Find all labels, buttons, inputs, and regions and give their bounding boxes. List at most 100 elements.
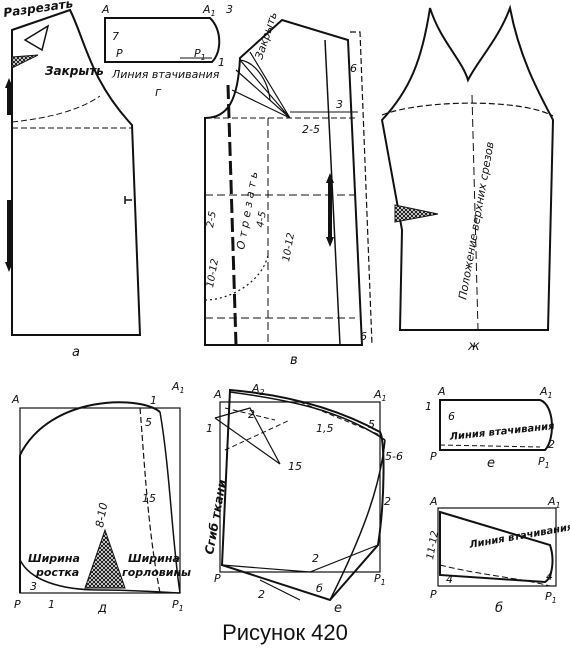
panel-a-cut-label: Разрезать <box>2 0 73 20</box>
panel-g-num-1: 1 <box>218 56 225 69</box>
panel-e-bottom-lines <box>221 544 379 601</box>
panel-d-dashed-curve <box>139 407 161 594</box>
panel-v-dim-2-5-left: 2-5 <box>205 211 219 229</box>
panel-v-dim-10-12-b: 10-12 <box>281 232 297 263</box>
panel-e-num-2-bottom: 2 <box>258 588 265 601</box>
panel-e-point-a2: А2 <box>251 382 265 397</box>
panel-g-point-p1: Р1 <box>194 47 206 62</box>
panel-e-small-shape <box>439 399 553 451</box>
panel-v-dotted-arc <box>204 254 269 301</box>
panel-d-num-8-10: 8-10 <box>93 502 110 529</box>
panel-d-neck-w2: горловины <box>122 566 191 579</box>
panel-a-dashed-neck <box>11 95 101 123</box>
panel-d-point-a1: А1 <box>171 380 185 395</box>
panel-b-num-4-left: 4 <box>446 573 453 586</box>
panel-v-dim-6-bottom: 6 <box>360 330 367 343</box>
panel-e-small-num-2: 2 <box>548 438 555 451</box>
panel-a <box>5 8 142 336</box>
panel-e-small-point-p: Р <box>430 450 437 463</box>
panel-v-cut-off-line <box>226 84 238 346</box>
panel-v-dim-6-top: 6 <box>350 62 357 75</box>
panel-d-letter: д <box>97 601 107 616</box>
panel-b-dim-11-12: 11-12 <box>425 530 441 561</box>
panel-b-frame <box>437 507 557 587</box>
panel-v-cut-off-label: О т р е з а т ь <box>234 171 260 251</box>
panel-b-num-4-right: 4 <box>546 570 553 583</box>
panel-b-point-a1: А1 <box>547 495 561 510</box>
panel-e-letter: е <box>334 601 342 616</box>
panel-e-num-2-top: 2 <box>248 408 255 421</box>
panel-e-small <box>439 399 553 451</box>
panel-e-num-1-5: 1,5 <box>316 422 334 435</box>
panel-g-letter: г <box>155 85 162 99</box>
panel-e-small-point-a1: А1 <box>539 385 553 400</box>
panel-g <box>104 17 221 63</box>
panel-zh-outline <box>380 4 555 331</box>
panel-b-seam-label: Линия втачивания <box>468 522 570 551</box>
panel-zh-center-line <box>471 94 479 331</box>
panel-e-small-seam-label: Линия втачивания <box>448 421 555 443</box>
panel-a-cut-dart <box>23 24 50 52</box>
panel-d-num-15: 15 <box>142 492 156 505</box>
panel-zh-letter: ж <box>467 339 480 354</box>
panel-b-letter: б <box>495 601 503 616</box>
panel-e-small-point-a: А <box>437 385 446 398</box>
panel-e-small-letter: е <box>487 456 495 471</box>
panel-zh-dart <box>394 204 439 223</box>
panel-b-shape <box>439 510 554 584</box>
panel-e-frame <box>219 401 381 573</box>
panel-a-outline <box>11 8 142 336</box>
panel-b-point-a: А <box>429 495 438 508</box>
panel-d-num-1-top: 1 <box>150 394 157 407</box>
panel-v-outline <box>204 18 364 346</box>
panel-e-thin-lines <box>224 401 381 451</box>
panel-e-sleeve-fold <box>214 407 281 465</box>
panel-v-grain-line <box>324 39 341 346</box>
panel-d-point-p1: Р1 <box>172 598 184 613</box>
panel-e-outline <box>220 388 385 602</box>
panel-d-bottom-curve <box>19 559 181 594</box>
panel-e <box>214 388 386 602</box>
panel-g-num-7: 7 <box>112 30 119 43</box>
panel-g-point-a: А <box>101 3 110 16</box>
panel-d-neck-curve <box>19 401 161 456</box>
panel-d-side-curve <box>159 411 181 594</box>
panel-d-neck-w1: Ширина <box>128 552 180 565</box>
panel-b-point-p1: Р1 <box>545 590 557 605</box>
panel-zh-upper-edges <box>381 102 554 117</box>
panel-d-num-5: 5 <box>145 416 152 429</box>
panel-v <box>204 18 373 346</box>
panel-e-num-1: 1 <box>206 422 213 435</box>
panel-g-point-a1: А1 <box>202 3 216 18</box>
panel-v-close-label: Закрыть <box>252 10 280 61</box>
panel-v-dart-fan <box>231 51 291 119</box>
panel-e-point-a1: А1 <box>373 388 387 403</box>
panel-e-point-p1: Р1 <box>374 572 386 587</box>
panel-v-dashed-side <box>350 31 373 346</box>
panel-d-point-p: Р <box>14 598 21 611</box>
panel-e-num-b: б <box>316 582 323 595</box>
panel-v-dim-4-5: 4-5 <box>255 211 269 229</box>
panel-d-num-1-bottom: 1 <box>48 598 55 611</box>
panel-v-dim-3: 3 <box>336 98 343 111</box>
panel-e-small-num-1: 1 <box>425 400 432 413</box>
panel-e-point-a: А <box>213 388 222 401</box>
panel-zh <box>380 4 555 331</box>
panel-v-dim-10-12-a: 10-12 <box>205 258 221 289</box>
panel-e-small-point-p1: Р1 <box>538 455 550 470</box>
panel-d-hatched-gusset <box>84 528 126 589</box>
panel-e-num-5-6: 5-6 <box>385 450 403 463</box>
panel-e-num-5: 5 <box>368 418 375 431</box>
panel-e-num-15: 15 <box>288 460 302 473</box>
panel-b-dashed <box>439 564 551 587</box>
panel-d-num-3: 3 <box>30 580 37 593</box>
panel-e-right-curve <box>329 439 386 601</box>
panel-g-seam-label: Линия втачивания <box>111 68 220 81</box>
panel-g-num-3: 3 <box>226 3 233 16</box>
panel-g-point-p: Р <box>116 47 123 60</box>
panel-d-point-a: А <box>11 393 20 406</box>
panel-b <box>437 507 557 587</box>
panel-d-crotch-w2: ростка <box>35 566 79 579</box>
panel-v-dim-2-5-right: 2-5 <box>302 123 320 136</box>
